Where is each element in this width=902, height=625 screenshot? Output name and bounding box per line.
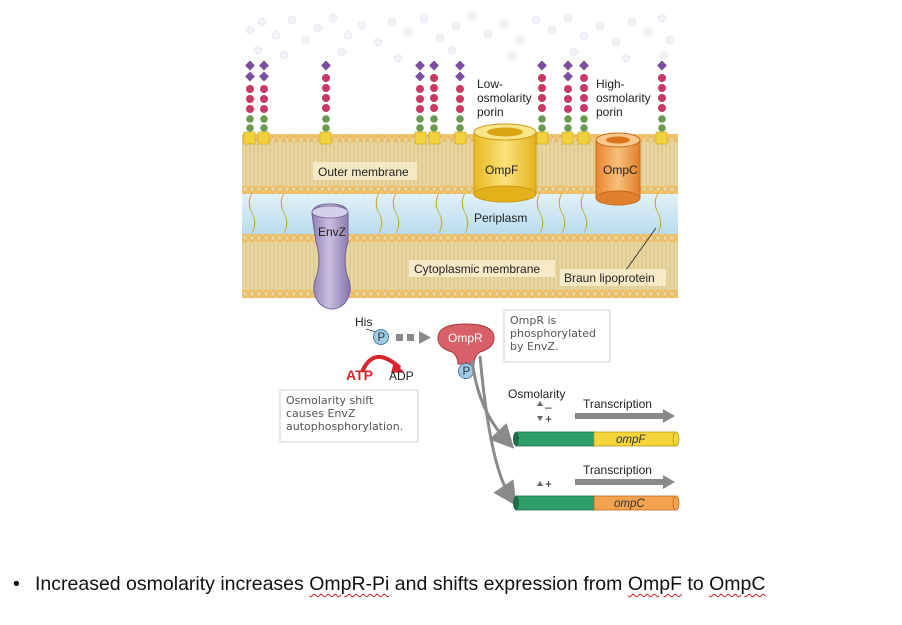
ompc-porin bbox=[595, 132, 641, 206]
summary-bullet: •Increased osmolarity increases OmpR-Pi … bbox=[13, 573, 765, 596]
braun-lipoprotein-label: Braun lipoprotein bbox=[564, 271, 655, 285]
signaling: His P OmpR P ATP ADP bbox=[279, 309, 680, 511]
bullet-term-omprpi: OmpR-Pi bbox=[309, 573, 390, 595]
braun-leader-line bbox=[625, 227, 657, 271]
membrane-block: Low- osmolarity porin High- osmolarity p… bbox=[242, 11, 678, 310]
bullet-text-start: Increased osmolarity increases bbox=[35, 573, 310, 595]
atp-adp: ATP ADP bbox=[346, 355, 414, 383]
svg-text:OmpR is phosphorylated: OmpR is phosphorylated by EnvZ. bbox=[510, 314, 600, 353]
ompr-note: OmpR is phosphorylated by EnvZ. bbox=[503, 309, 611, 363]
envz-label: EnvZ bbox=[318, 225, 346, 239]
ompf-protein-label: OmpF bbox=[485, 163, 518, 177]
bullet-symbol: • bbox=[13, 573, 20, 595]
envz-phosphate: P bbox=[373, 329, 389, 345]
periplasm-label: Periplasm bbox=[474, 211, 527, 225]
bullet-text-connector: to bbox=[681, 573, 710, 595]
ompf-gene-label: ompF bbox=[616, 434, 646, 446]
svg-text:P: P bbox=[463, 366, 471, 378]
ompr-to-ompc-arrow bbox=[478, 355, 517, 506]
ompf-gene-row: Osmolarity – + Transcription ompF bbox=[508, 387, 680, 447]
atp-label: ATP bbox=[346, 367, 373, 383]
bullet-term-ompf: OmpF bbox=[627, 573, 682, 595]
ompf-porin bbox=[473, 123, 537, 203]
osmolarity-label: Osmolarity bbox=[508, 387, 565, 401]
ompc-protein-label: OmpC bbox=[603, 163, 638, 177]
ompc-gene-label: ompC bbox=[614, 498, 645, 510]
osmolarity-plus-ompc: + bbox=[545, 477, 552, 491]
lps-layer bbox=[245, 11, 675, 63]
envz-note: Osmolarity shift causes EnvZ autophospho… bbox=[279, 389, 419, 443]
high-porin-label: High- osmolarity porin bbox=[596, 77, 654, 119]
osmolarity-minus: – bbox=[545, 400, 552, 414]
svg-text:Osmolarity shift cause: Osmolarity shift causes EnvZ autophospho… bbox=[286, 394, 403, 433]
his-label: His bbox=[355, 315, 372, 329]
transcription-label-ompf: Transcription bbox=[583, 397, 652, 411]
osmolarity-plus-ompf: + bbox=[545, 412, 552, 426]
bullet-term-ompc: OmpC bbox=[709, 573, 766, 595]
ompc-gene-row: + Transcription ompC bbox=[513, 463, 680, 511]
adp-label: ADP bbox=[389, 369, 414, 383]
envz-ompr-diagram: Low- osmolarity porin High- osmolarity p… bbox=[242, 11, 680, 511]
ompr-label: OmpR bbox=[448, 331, 483, 345]
low-porin-label: Low- osmolarity porin bbox=[477, 77, 535, 119]
transcription-label-ompc: Transcription bbox=[583, 463, 652, 477]
ompr-phosphate: P bbox=[458, 362, 474, 379]
bullet-text-middle: and shifts expression from bbox=[389, 573, 628, 595]
braun-lipoproteins bbox=[248, 192, 662, 234]
svg-text:P: P bbox=[378, 332, 386, 344]
ompr-to-ompf-arrow bbox=[470, 359, 515, 449]
transfer-arrow bbox=[396, 331, 431, 344]
outer-membrane-label: Outer membrane bbox=[318, 165, 409, 179]
cytoplasmic-membrane-label: Cytoplasmic membrane bbox=[414, 262, 540, 276]
ompr-protein: OmpR bbox=[437, 323, 495, 365]
envz-protein bbox=[311, 203, 351, 310]
